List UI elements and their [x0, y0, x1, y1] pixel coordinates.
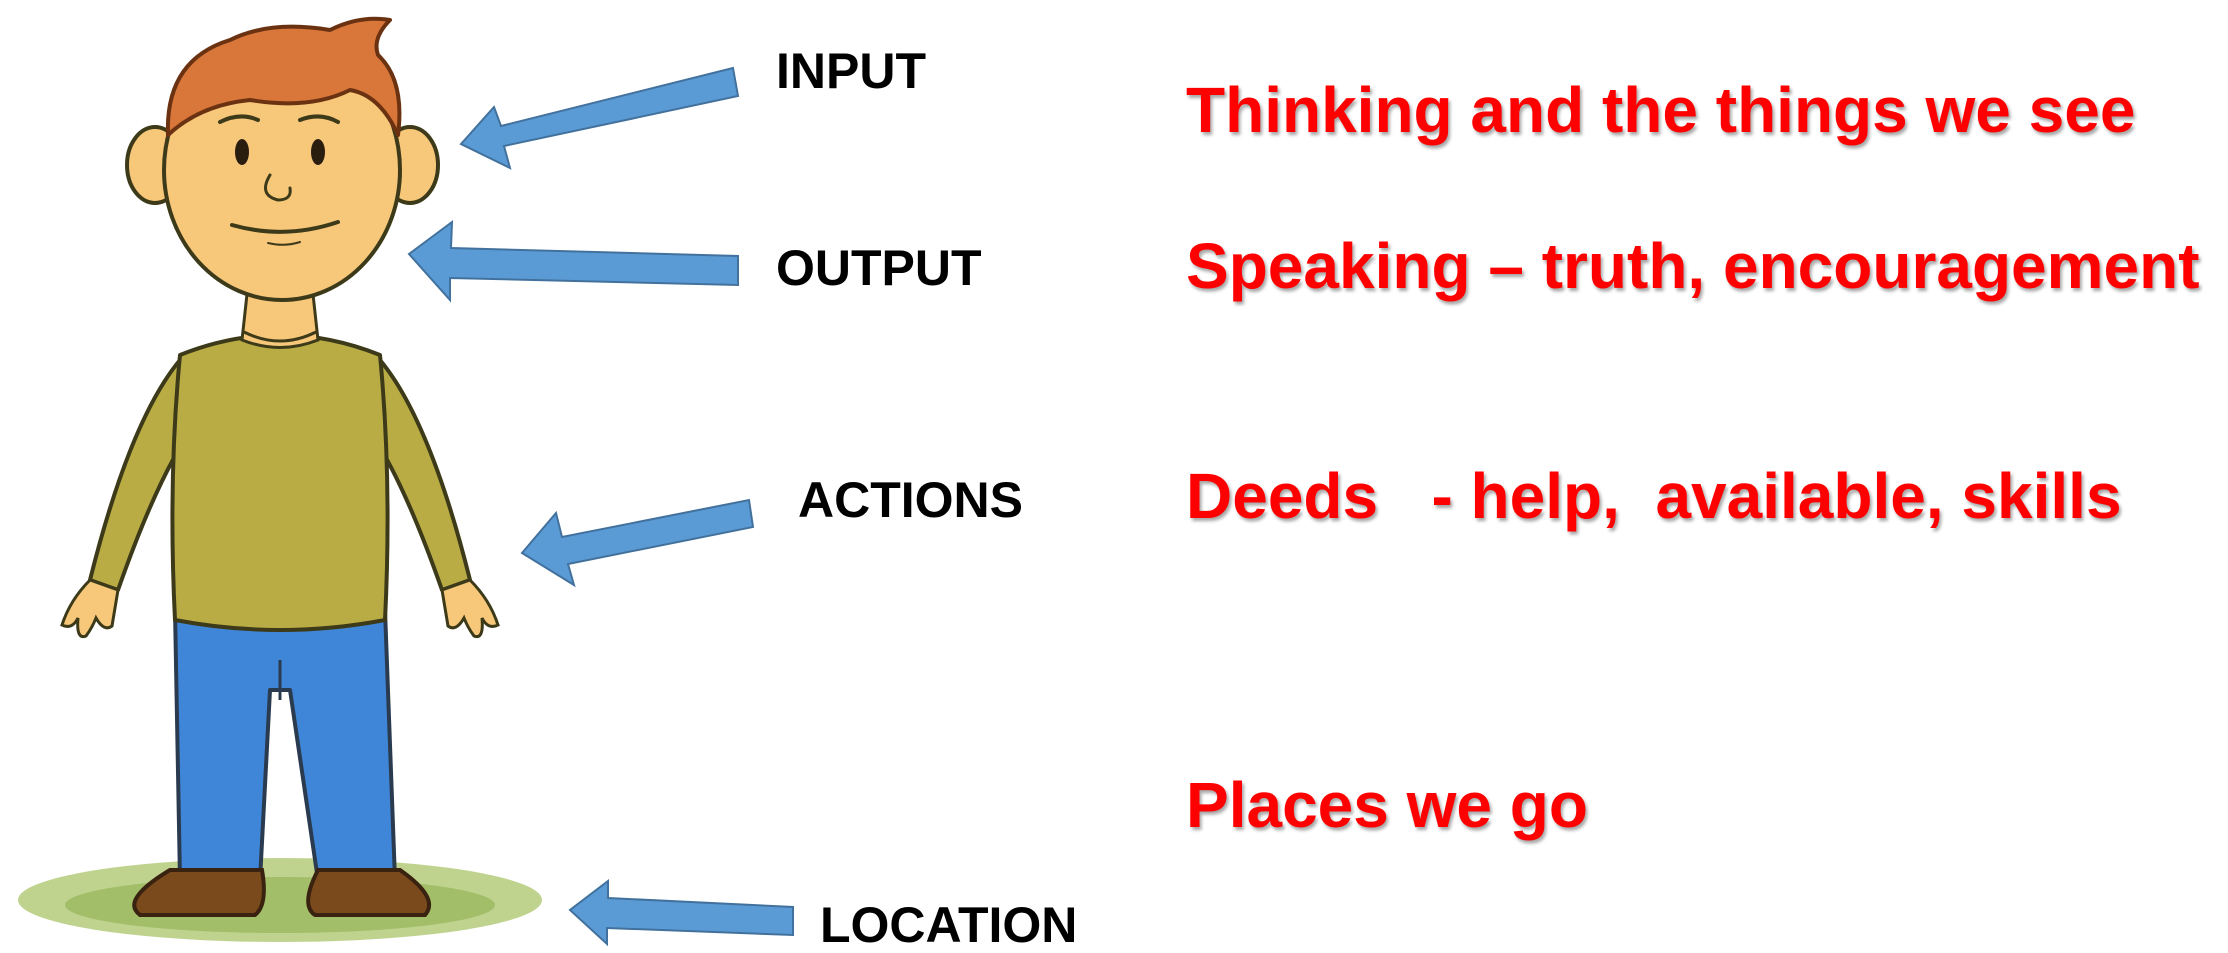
label-location: LOCATION	[820, 897, 1078, 953]
description-output: Speaking – truth, encouragement	[1186, 230, 2200, 302]
label-output: OUTPUT	[776, 240, 982, 296]
mouth	[230, 220, 340, 234]
shirt	[170, 333, 390, 632]
right-hand	[440, 578, 500, 639]
pants	[173, 608, 397, 882]
label-actions: ACTIONS	[798, 472, 1023, 528]
boy-illustration	[18, 16, 542, 942]
description-input: Thinking and the things we see	[1186, 74, 2136, 146]
right-eye	[311, 139, 325, 165]
left-shoe	[132, 868, 266, 917]
right-shoe	[306, 868, 431, 917]
left-eye	[235, 139, 249, 165]
label-input: INPUT	[776, 43, 926, 99]
location-arrow-icon	[568, 878, 794, 947]
description-actions: Deeds - help, available, skills	[1186, 460, 2122, 532]
description-location: Places we go	[1186, 769, 1588, 841]
hair	[165, 16, 402, 137]
left-hand	[60, 578, 120, 639]
